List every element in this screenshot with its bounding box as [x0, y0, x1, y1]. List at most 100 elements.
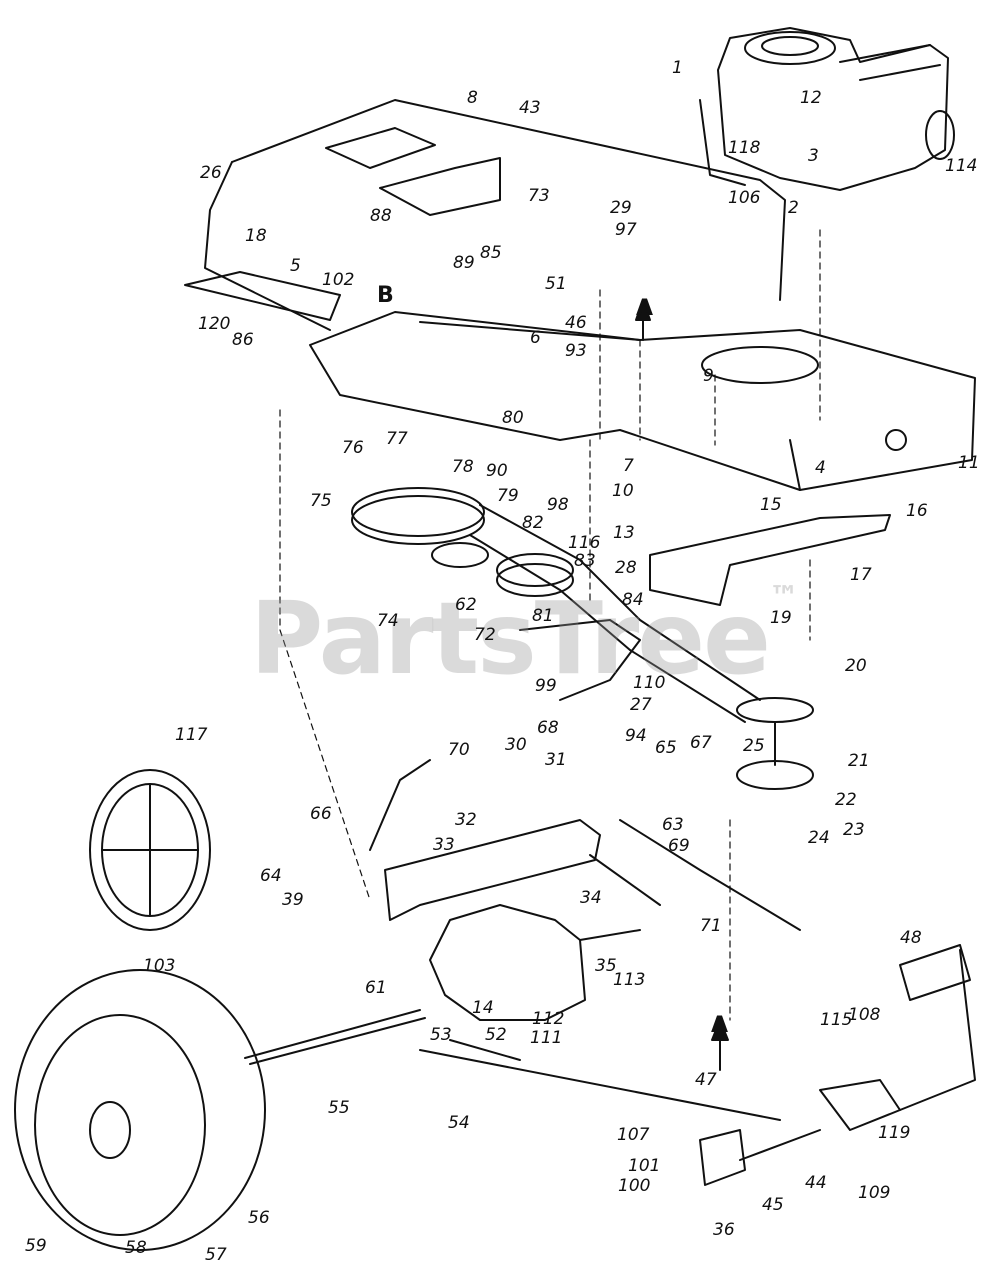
callout-7: 7	[623, 456, 634, 476]
callout-65: 65	[655, 738, 677, 758]
bracket-drawing	[649, 514, 891, 606]
callout-106: 106	[728, 188, 761, 208]
callout-86: 86	[232, 330, 254, 350]
callout-3: 3	[808, 146, 819, 166]
callout-82: 82	[522, 513, 544, 533]
callout-62: 62	[455, 595, 477, 615]
callout-48: 48	[900, 928, 922, 948]
pulley-drawing	[351, 487, 814, 790]
callout-30: 30	[505, 735, 527, 755]
callout-102: 102	[322, 270, 355, 290]
callout-118: 118	[728, 138, 761, 158]
section-letter-a: A	[636, 296, 654, 321]
callout-68: 68	[537, 718, 559, 738]
callout-83: 83	[574, 551, 596, 571]
callout-10: 10	[612, 481, 634, 501]
callout-84: 84	[622, 590, 644, 610]
callout-54: 54	[448, 1113, 470, 1133]
callout-109: 109	[858, 1183, 891, 1203]
callout-53: 53	[430, 1025, 452, 1045]
callout-34: 34	[580, 888, 602, 908]
section-letter-a-lower: A	[711, 1013, 729, 1038]
callout-22: 22	[835, 790, 857, 810]
spring-drawing-2	[589, 854, 661, 906]
callout-76: 76	[342, 438, 364, 458]
callout-119: 119	[878, 1123, 911, 1143]
callout-36: 36	[713, 1220, 735, 1240]
spring-drawing-3	[449, 1039, 521, 1061]
callout-31: 31	[545, 750, 567, 770]
callout-61: 61	[365, 978, 387, 998]
belt-drawing	[469, 504, 761, 723]
callout-29: 29	[610, 198, 632, 218]
callout-23: 23	[843, 820, 865, 840]
callout-32: 32	[455, 810, 477, 830]
section-letter-b: B	[377, 283, 394, 308]
callout-70: 70	[448, 740, 470, 760]
callout-43: 43	[519, 98, 541, 118]
callout-16: 16	[906, 501, 928, 521]
callout-90: 90	[486, 461, 508, 481]
callout-24: 24	[808, 828, 830, 848]
callout-44: 44	[805, 1173, 827, 1193]
rear-tire-drawing	[14, 969, 266, 1251]
callout-79: 79	[497, 486, 519, 506]
callout-46: 46	[565, 313, 587, 333]
callout-39: 39	[282, 890, 304, 910]
hood-drawing	[184, 99, 786, 331]
callout-45: 45	[762, 1195, 784, 1215]
wheel-cover-drawing	[89, 769, 211, 931]
pedal-drawing	[419, 944, 976, 1186]
callout-5: 5	[290, 256, 301, 276]
callout-80: 80	[502, 408, 524, 428]
callout-74: 74	[377, 611, 399, 631]
callout-13: 13	[613, 523, 635, 543]
callout-94: 94	[625, 726, 647, 746]
callout-20: 20	[845, 656, 867, 676]
callout-110: 110	[633, 673, 666, 693]
callout-59: 59	[25, 1236, 47, 1256]
callout-100: 100	[618, 1176, 651, 1196]
callout-6: 6	[530, 328, 541, 348]
callout-14: 14	[472, 998, 494, 1018]
callout-63: 63	[662, 815, 684, 835]
callout-2: 2	[788, 198, 799, 218]
callout-27: 27	[630, 695, 652, 715]
callout-112: 112	[532, 1009, 565, 1029]
callout-33: 33	[433, 835, 455, 855]
callout-12: 12	[800, 88, 822, 108]
callout-56: 56	[248, 1208, 270, 1228]
callout-81: 81	[532, 606, 554, 626]
callout-107: 107	[617, 1125, 650, 1145]
callout-28: 28	[615, 558, 637, 578]
engine-drawing	[699, 27, 955, 191]
callout-71: 71	[700, 916, 722, 936]
callout-51: 51	[545, 274, 567, 294]
callout-47: 47	[695, 1070, 717, 1090]
callout-98: 98	[547, 495, 569, 515]
callout-120: 120	[198, 314, 231, 334]
callout-77: 77	[386, 429, 408, 449]
callout-52: 52	[485, 1025, 507, 1045]
callout-67: 67	[690, 733, 712, 753]
callout-1: 1	[672, 58, 683, 78]
cable-drawing	[619, 819, 801, 931]
callout-26: 26	[200, 163, 222, 183]
callout-15: 15	[760, 495, 782, 515]
callout-115: 115	[820, 1010, 853, 1030]
callout-117: 117	[175, 725, 208, 745]
callout-108: 108	[848, 1005, 881, 1025]
callout-116: 116	[568, 533, 601, 553]
callout-85: 85	[480, 243, 502, 263]
callout-69: 69	[668, 836, 690, 856]
callout-111: 111	[530, 1028, 563, 1048]
idler-arm-drawing	[519, 619, 641, 701]
callout-17: 17	[850, 565, 872, 585]
callout-11: 11	[958, 453, 980, 473]
callout-72: 72	[474, 625, 496, 645]
callout-57: 57	[205, 1245, 227, 1265]
callout-58: 58	[125, 1238, 147, 1258]
deck-drawing	[309, 311, 976, 491]
callout-9: 9	[703, 366, 714, 386]
